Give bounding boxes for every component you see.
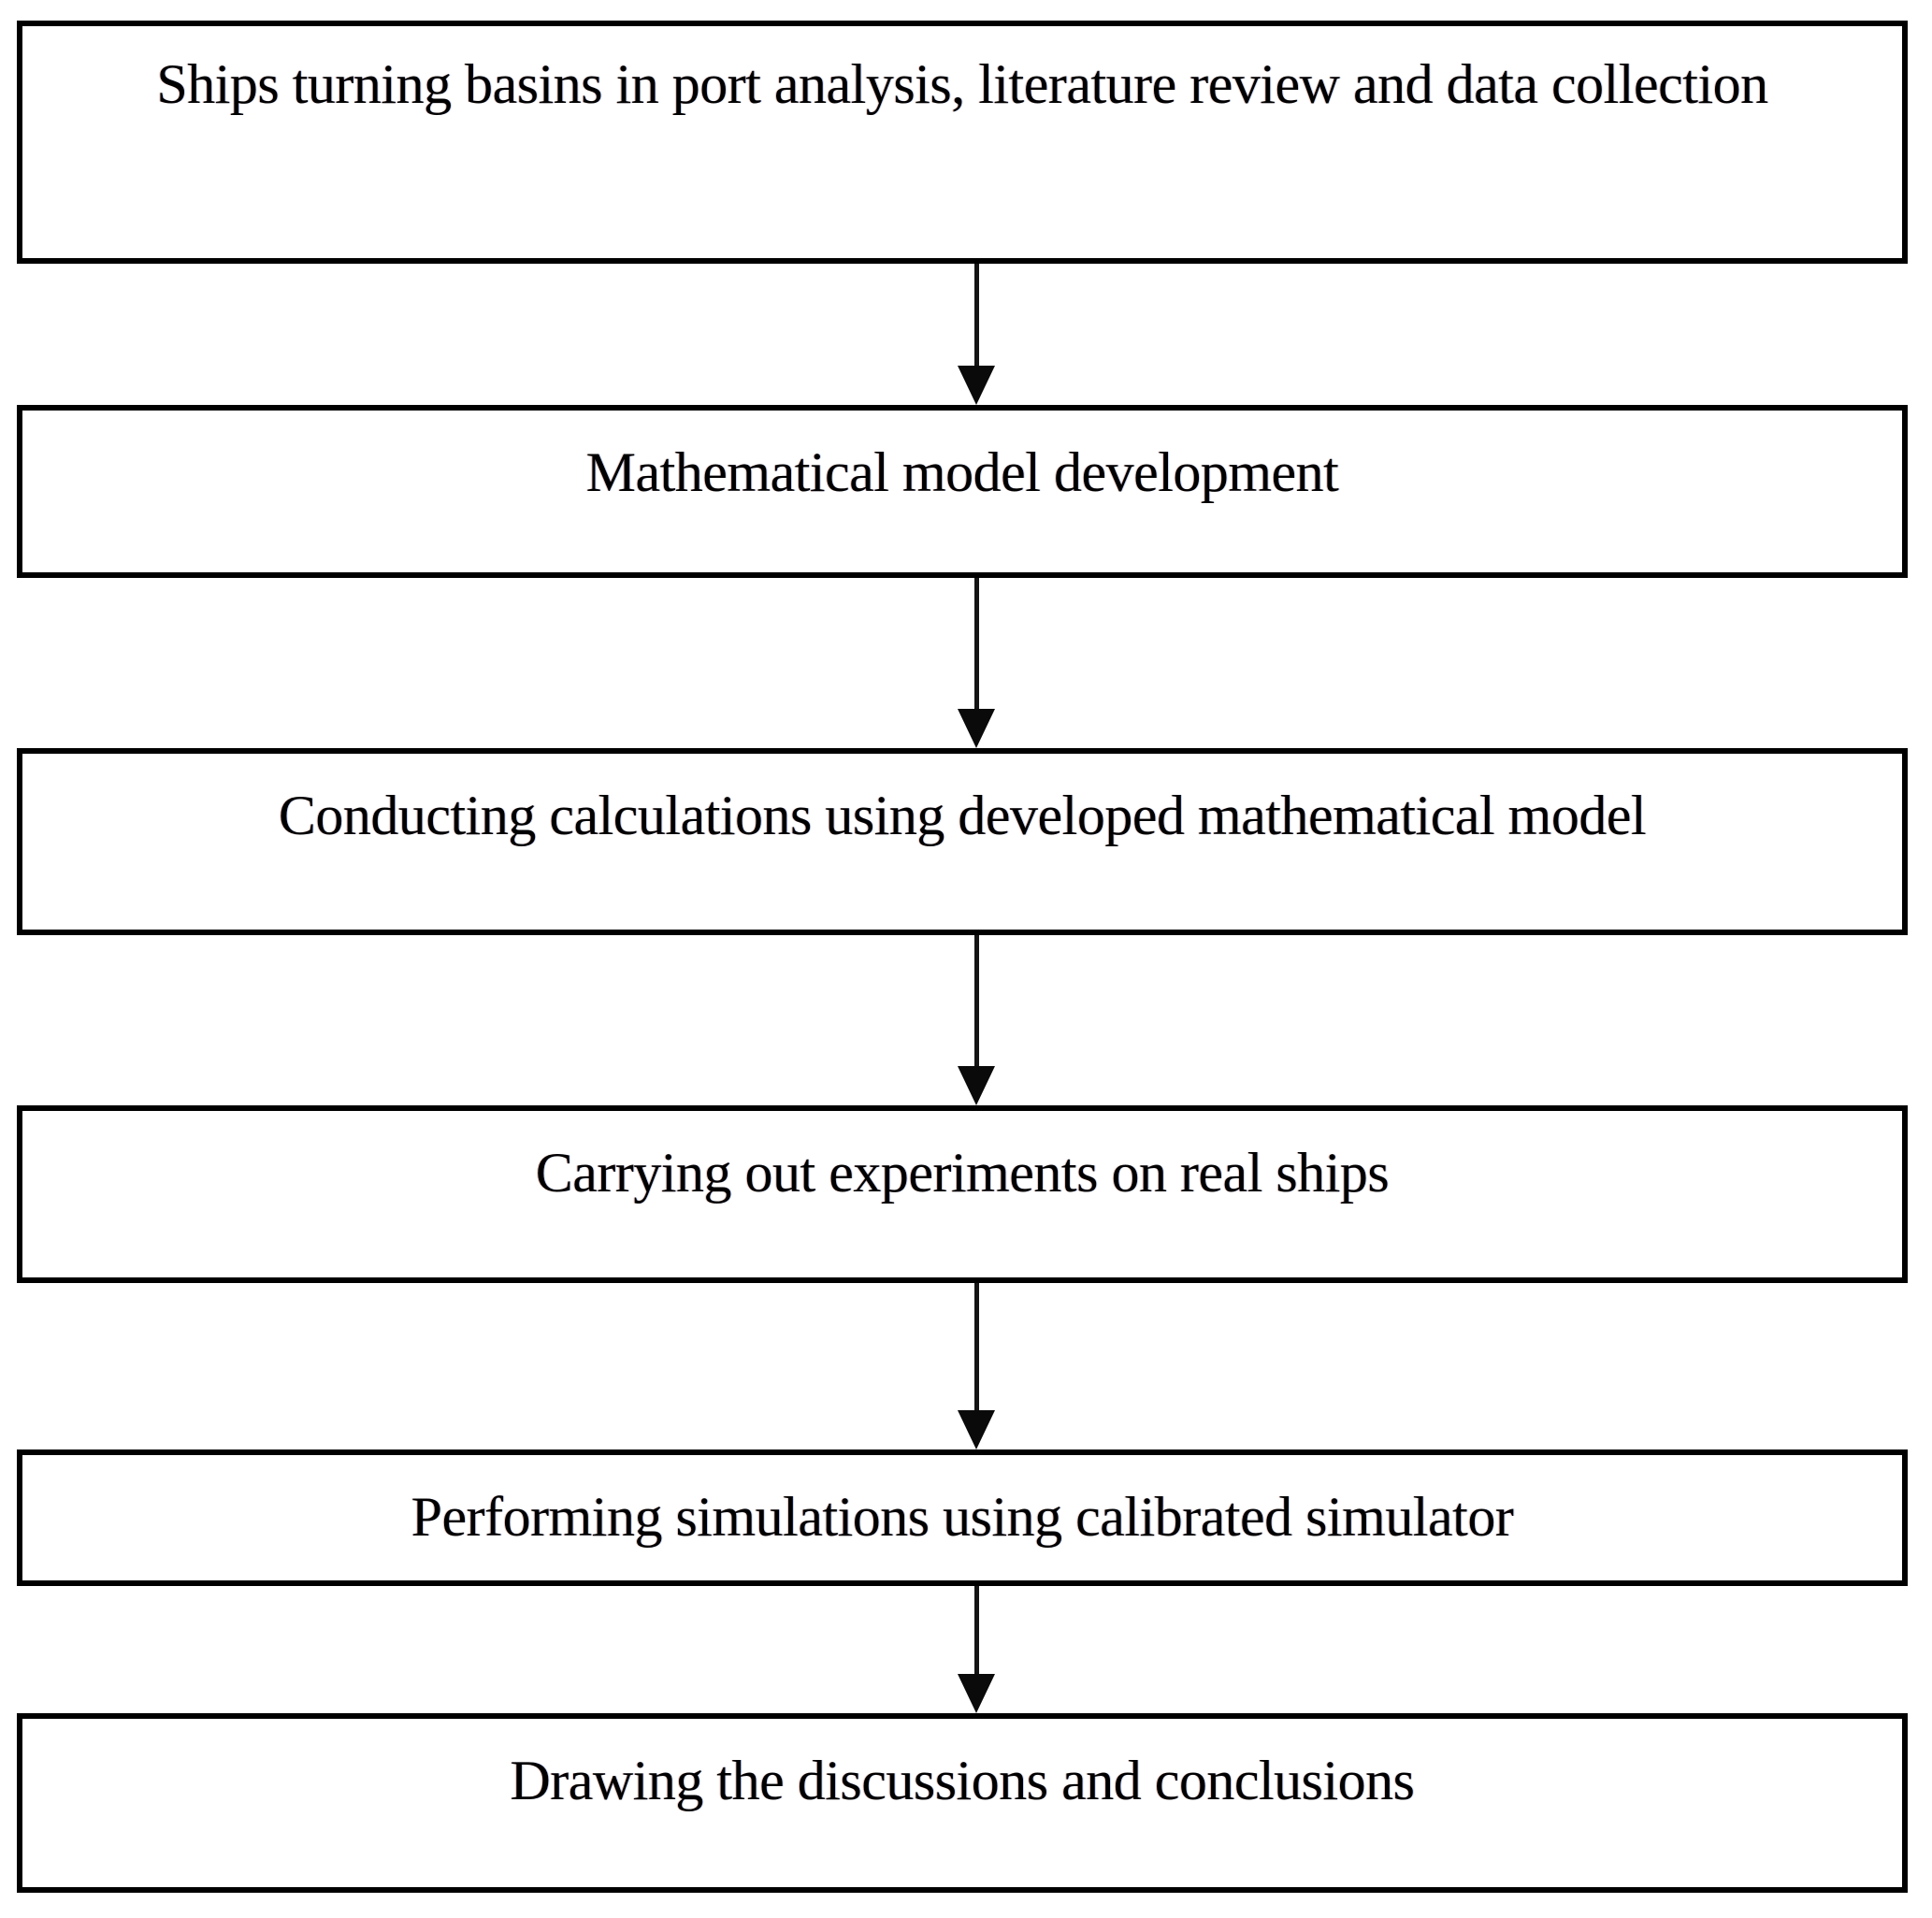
down-arrow-connector-2 <box>956 578 997 748</box>
flow-step-label: Mathematical model development <box>585 441 1339 503</box>
arrow-head-icon <box>958 1674 995 1713</box>
down-arrow-connector-3 <box>956 935 997 1105</box>
arrow-shaft <box>973 935 979 1066</box>
arrow-shaft <box>973 1586 979 1674</box>
flow-step-box-2: Mathematical model development <box>17 405 1908 578</box>
arrow-shaft <box>973 264 979 366</box>
arrow-head-icon <box>958 709 995 748</box>
down-arrow-connector-4 <box>956 1283 997 1449</box>
arrow-shaft <box>973 578 979 709</box>
flow-step-box-1: Ships turning basins in port analysis, l… <box>17 21 1908 264</box>
flow-step-label: Performing simulations using calibrated … <box>411 1486 1514 1548</box>
flow-step-label: Conducting calculations using developed … <box>278 785 1647 846</box>
flow-step-box-5: Performing simulations using calibrated … <box>17 1449 1908 1586</box>
down-arrow-connector-5 <box>956 1586 997 1713</box>
arrow-shaft <box>973 1283 979 1410</box>
arrow-head-icon <box>958 366 995 405</box>
flow-step-label: Ships turning basins in port analysis, l… <box>156 53 1768 115</box>
flow-step-box-4: Carrying out experiments on real ships <box>17 1105 1908 1283</box>
arrow-head-icon <box>958 1066 995 1105</box>
flow-step-box-6: Drawing the discussions and conclusions <box>17 1713 1908 1893</box>
flow-step-box-3: Conducting calculations using developed … <box>17 748 1908 935</box>
flow-step-label: Carrying out experiments on real ships <box>535 1142 1390 1204</box>
flow-step-label: Drawing the discussions and conclusions <box>510 1750 1415 1811</box>
arrow-head-icon <box>958 1410 995 1449</box>
down-arrow-connector-1 <box>956 264 997 405</box>
